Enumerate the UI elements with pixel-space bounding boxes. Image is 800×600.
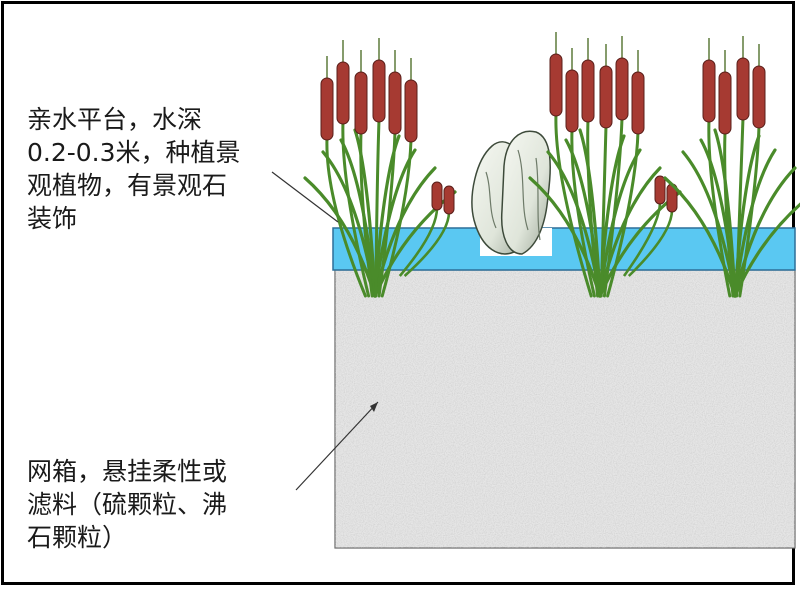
cattail-head	[336, 61, 350, 125]
cattail-head	[631, 71, 645, 135]
reed-plants	[303, 32, 800, 298]
net-box	[334, 269, 796, 549]
reed-leaf	[353, 128, 377, 298]
netbox-label-line-2: 滤料（硫颗粒、沸	[27, 490, 228, 519]
reed-stem	[738, 124, 761, 298]
reed-stem	[398, 207, 439, 277]
cattail-head	[599, 65, 613, 129]
cattail-head	[549, 53, 563, 117]
reed-stem	[403, 211, 451, 277]
reed-stem	[325, 136, 367, 298]
reed-stem	[606, 130, 640, 298]
reed-stem	[377, 130, 397, 298]
reed-leaf	[598, 148, 642, 298]
reed-stem	[707, 118, 732, 298]
reed-stem	[723, 130, 735, 298]
netbox-leader-arrowhead	[370, 402, 378, 412]
cattail-head	[702, 59, 716, 123]
platform-leader-line	[271, 171, 339, 223]
cattail-head	[320, 77, 334, 141]
cattail-head	[565, 69, 579, 133]
reed-stem	[622, 201, 662, 277]
netbox-leader-line	[295, 401, 379, 491]
filter-media-texture	[335, 270, 795, 548]
cattail-head	[431, 181, 443, 211]
reed-leaf	[733, 166, 797, 298]
cattail-head	[443, 185, 455, 215]
reed-stem	[627, 209, 674, 277]
cattail-head	[654, 175, 666, 205]
reed-clump	[663, 36, 800, 298]
reed-stem	[735, 116, 745, 298]
reed-stem	[599, 124, 608, 298]
landscape-rock	[471, 130, 551, 255]
reed-stem	[586, 118, 600, 298]
cattail-head	[718, 71, 732, 135]
reed-stem	[341, 120, 371, 298]
reed-stem	[554, 112, 593, 298]
reed-stem	[380, 138, 413, 298]
reed-stem	[602, 116, 624, 298]
cattail-head	[752, 65, 766, 129]
netbox-label: 网箱，悬挂柔性或 滤料（硫颗粒、沸 石颗粒）	[27, 455, 227, 554]
reed-clump	[528, 32, 682, 298]
reed-leaf	[578, 128, 602, 298]
reed-leaf	[663, 176, 737, 298]
platform-label-line-4: 装饰	[27, 204, 78, 233]
cattail-head	[404, 79, 418, 143]
cattail-head	[736, 57, 750, 121]
cattail-head	[615, 57, 629, 121]
reed-stem	[374, 118, 381, 298]
cattail-head	[372, 59, 386, 123]
cattail-head	[388, 71, 402, 135]
reed-clump	[303, 38, 457, 298]
netbox-label-line-1: 网箱，悬挂柔性或	[27, 457, 228, 486]
netbox-label-line-3: 石颗粒）	[27, 523, 128, 552]
reed-leaf	[528, 176, 602, 298]
cattail-head	[354, 71, 368, 135]
reed-stem	[359, 130, 374, 298]
reed-stem	[570, 128, 596, 298]
platform-label: 亲水平台，水深 0.2-0.3米，种植景 观植物，有景观石 装饰	[27, 103, 241, 235]
platform-label-line-2: 0.2-0.3米，种植景	[27, 138, 241, 167]
platform-label-line-1: 亲水平台，水深	[27, 105, 203, 134]
cattail-head	[581, 59, 595, 123]
platform-label-line-3: 观植物，有景观石	[27, 171, 228, 200]
